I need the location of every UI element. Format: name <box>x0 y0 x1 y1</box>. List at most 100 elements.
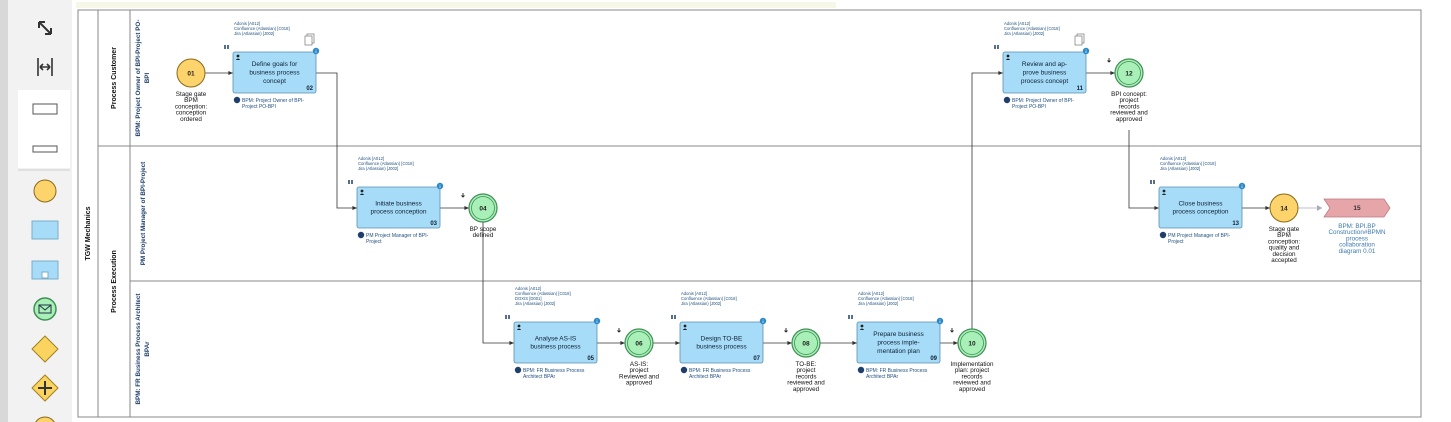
event-partial-icon[interactable] <box>34 416 56 422</box>
task-icon[interactable] <box>31 220 59 240</box>
task-system: Jira (Atlassian) [J002] <box>1004 31 1044 36</box>
lane-thin-shape <box>32 145 58 153</box>
event-label: accepted <box>1271 257 1297 264</box>
user-icon <box>683 324 687 328</box>
task-number: 03 <box>430 221 437 227</box>
flow-arrowhead <box>1154 206 1159 210</box>
canvas-top-strip <box>76 2 836 8</box>
resize-icon[interactable] <box>38 21 52 35</box>
event-number: 04 <box>479 206 487 213</box>
event-label: conception: <box>175 103 207 110</box>
task-t02[interactable]: Adonis [A012]Confluence (Atlassian) [C01… <box>224 21 320 110</box>
task-t05[interactable]: Adonis [A012]Confluence (Atlassian) [C01… <box>505 286 601 380</box>
task-box[interactable] <box>1158 186 1243 229</box>
system-marker-icon <box>671 315 676 319</box>
info-glyph: i <box>1085 49 1086 54</box>
info-icon[interactable] <box>312 47 320 55</box>
role-icon <box>1159 231 1167 239</box>
flow-arrowhead <box>464 206 469 210</box>
event-label: project <box>630 367 649 374</box>
task-box[interactable] <box>1002 51 1087 94</box>
parallel-gateway-icon[interactable] <box>31 374 59 402</box>
link-number: 15 <box>1353 205 1361 212</box>
user-icon-body <box>859 328 865 330</box>
link-label: diagram 0.01 <box>1339 248 1376 255</box>
event-label: reviewed and <box>953 380 991 387</box>
task-t13[interactable]: Adonis [A012]Confluence (Atlassian) [C01… <box>1150 156 1246 245</box>
task-t07[interactable]: Adonis [A012]Confluence (Atlassian) [C01… <box>671 291 767 380</box>
event-label: approved <box>1116 116 1143 123</box>
result-event[interactable] <box>624 328 654 358</box>
subprocess-icon[interactable] <box>31 260 59 280</box>
info-icon[interactable] <box>1238 182 1246 190</box>
event-shape-partial <box>35 416 55 422</box>
task-box[interactable] <box>679 321 764 364</box>
task-title: process concept <box>1021 78 1069 85</box>
result-event[interactable] <box>468 193 498 223</box>
task-box[interactable] <box>356 186 441 229</box>
flow-arrowhead <box>1265 206 1270 210</box>
task-role: Architect BPAr <box>523 374 555 380</box>
role-icon <box>857 366 865 374</box>
down-arrow-icon <box>784 328 788 333</box>
task-box[interactable] <box>513 321 598 364</box>
flow-arrowhead <box>953 341 958 345</box>
fit-arrows <box>37 58 53 76</box>
info-icon[interactable] <box>936 317 944 325</box>
link-shape[interactable] <box>1323 198 1391 218</box>
task-title: Analyse AS-IS <box>535 335 577 342</box>
task-title: process conception <box>1172 209 1228 216</box>
info-icon[interactable] <box>759 317 767 325</box>
task-system: Adonis [A012] <box>681 291 707 296</box>
task-t11[interactable]: Adonis [A012]Confluence (Atlassian) [C01… <box>994 21 1090 110</box>
event-icon[interactable] <box>33 179 57 203</box>
palette-scrollbar[interactable] <box>0 0 8 422</box>
group-label-customer: Process Customer <box>111 47 118 109</box>
info-icon[interactable] <box>593 317 601 325</box>
fit-width-icon[interactable] <box>37 58 53 76</box>
event-label: project <box>797 367 816 374</box>
lane-thin-icon[interactable] <box>32 145 58 153</box>
task-role: Project PO-BPI <box>1012 104 1046 110</box>
gateway-shape <box>31 335 59 363</box>
event-number: 12 <box>1125 71 1133 78</box>
result-event[interactable] <box>957 328 987 358</box>
event-label: decision <box>1272 251 1296 258</box>
task-title: process conception <box>370 209 426 216</box>
result-event-inner <box>471 196 495 220</box>
sequence-flow <box>482 222 514 344</box>
link-label: process <box>1346 235 1368 242</box>
message-event-icon[interactable] <box>33 297 57 321</box>
task-t03[interactable]: Adonis [A012]Confluence (Atlassian) [C01… <box>348 156 444 245</box>
stage-gate-event[interactable] <box>176 58 206 88</box>
task-system: Adonis [A012] <box>515 286 541 291</box>
result-event[interactable] <box>1114 58 1144 88</box>
flow-arrowhead <box>1110 71 1115 75</box>
task-role: Project <box>366 239 382 245</box>
task-t09[interactable]: Adonis [A012]Confluence (Atlassian) [C01… <box>848 291 944 380</box>
info-icon[interactable] <box>436 182 444 190</box>
gateway-icon[interactable] <box>31 335 59 363</box>
lane-wide-icon[interactable] <box>32 103 58 115</box>
event-label: BP scope <box>470 226 497 233</box>
down-arrow-icon <box>617 328 621 333</box>
task-system: Confluence (Atlassian) [C018] <box>515 291 571 296</box>
sequence-flow <box>1128 130 1159 209</box>
result-event[interactable] <box>791 328 821 358</box>
task-system: Confluence (Atlassian) [C018] <box>234 26 290 31</box>
stage-gate-event[interactable] <box>1269 193 1299 223</box>
lane-shape <box>32 103 58 115</box>
lane-role-label: BPAr <box>144 341 151 357</box>
task-box[interactable] <box>856 321 941 364</box>
task-system: Adonis [A012] <box>234 21 260 26</box>
info-icon[interactable] <box>1082 47 1090 55</box>
task-box[interactable] <box>232 51 317 94</box>
